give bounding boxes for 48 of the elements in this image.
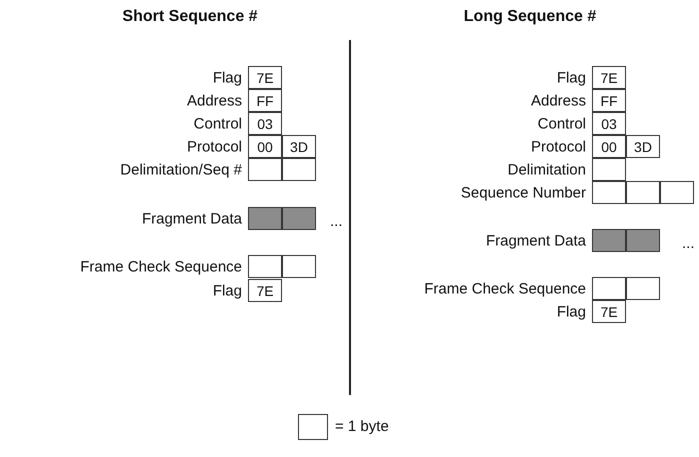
field-name: Delimitation/Seq # [120, 161, 242, 178]
column-heading: Long Sequence # [464, 8, 596, 26]
field-name: Protocol [186, 138, 242, 155]
byte-cell: 7E [248, 279, 282, 302]
field-name: Frame Check Sequence [80, 258, 242, 275]
byte-cell [248, 255, 282, 278]
byte-cell: 3D [282, 135, 316, 158]
field-name: Address [186, 92, 242, 109]
byte-cell [592, 277, 626, 300]
shaded-byte-cell [282, 207, 316, 230]
ellipsis: ... [682, 235, 695, 252]
byte-cell: 00 [592, 135, 626, 158]
field-name: Fragment Data [486, 232, 586, 249]
field-name: Control [538, 115, 586, 132]
byte-cell: 7E [592, 300, 626, 323]
ellipsis: ... [330, 213, 343, 230]
field-name: Address [530, 92, 586, 109]
field-name: Sequence Number [460, 184, 586, 201]
field-name: Flag [556, 303, 586, 320]
byte-cell: 3D [626, 135, 660, 158]
byte-cell: 7E [248, 66, 282, 89]
byte-cell [282, 255, 316, 278]
field-name: Flag [556, 69, 586, 86]
field-name: Fragment Data [142, 210, 242, 227]
field-name: Frame Check Sequence [424, 280, 586, 297]
byte-cell [248, 158, 282, 181]
shaded-byte-cell [626, 229, 660, 252]
byte-cell: 03 [592, 112, 626, 135]
byte-cell [660, 181, 694, 204]
byte-cell: 00 [248, 135, 282, 158]
field-name: Flag [212, 282, 242, 299]
byte-cell [626, 181, 660, 204]
byte-cell: FF [592, 89, 626, 112]
byte-cell: 7E [592, 66, 626, 89]
field-name: Delimitation [508, 161, 586, 178]
byte-cell: 03 [248, 112, 282, 135]
byte-cell [592, 181, 626, 204]
byte-cell [282, 158, 316, 181]
legend-text: = 1 byte [335, 418, 389, 435]
byte-cell [626, 277, 660, 300]
column-heading: Short Sequence # [122, 8, 258, 26]
byte-cell: FF [248, 89, 282, 112]
field-name: Flag [212, 69, 242, 86]
field-name: Control [194, 115, 242, 132]
field-name: Protocol [530, 138, 586, 155]
byte-cell [592, 158, 626, 181]
shaded-byte-cell [248, 207, 282, 230]
shaded-byte-cell [592, 229, 626, 252]
